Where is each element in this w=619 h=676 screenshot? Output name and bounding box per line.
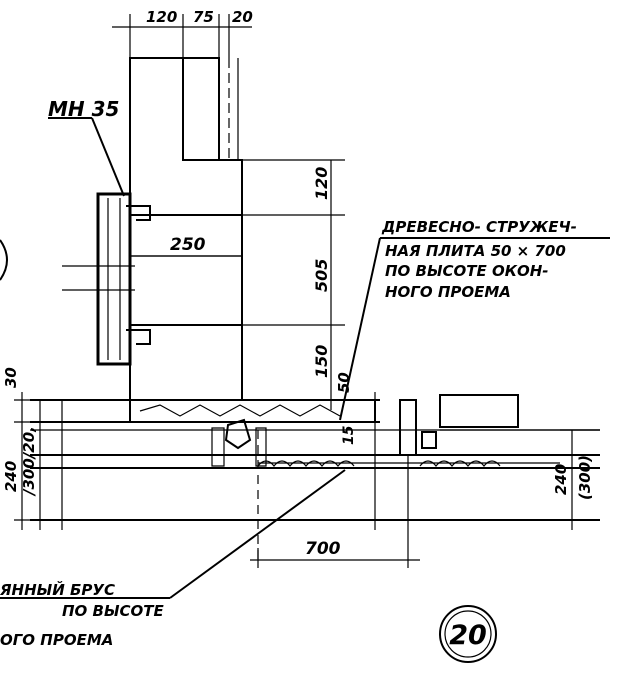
panel-callout: ДРЕВЕСНО- СТРУЖЕЧ- НАЯ ПЛИТА 50 × 700 ПО… bbox=[339, 218, 610, 421]
right-floor-dimension: 240 (300) bbox=[552, 429, 600, 530]
dim-300-right: (300) bbox=[576, 455, 594, 500]
right-dimension-chain: 120 505 150 50 bbox=[242, 159, 353, 410]
left-dimension-chain: 30 240 /300/20, bbox=[2, 367, 62, 530]
dim-505-right: 505 bbox=[312, 259, 331, 292]
panel-note-line-2: НАЯ ПЛИТА 50 × 700 bbox=[385, 242, 566, 260]
width-dimension: 250 bbox=[130, 235, 242, 257]
dim-120-right: 120 bbox=[312, 167, 331, 200]
window-frame bbox=[62, 192, 151, 366]
dim-250: 250 bbox=[170, 235, 206, 255]
partial-arc bbox=[0, 239, 8, 281]
dim-120-top: 120 bbox=[146, 8, 177, 26]
detail-number: 20 bbox=[449, 620, 487, 651]
beam-callout: ЯННЫЙ БРУС ПО ВЫСОТЕ ОГО ПРОЕМА bbox=[0, 469, 346, 649]
floor-structure bbox=[30, 392, 600, 560]
beam-note-line-3: ОГО ПРОЕМА bbox=[0, 631, 113, 649]
top-dimension-chain: 120 75 20 bbox=[112, 8, 253, 58]
dim-30-left: 30 bbox=[2, 367, 20, 388]
detail-number-badge: 20 bbox=[439, 605, 497, 663]
beam-note-line-1: ЯННЫЙ БРУС bbox=[0, 580, 115, 599]
dim-700: 700 bbox=[305, 539, 341, 559]
brick-wall bbox=[129, 57, 243, 401]
dim-240-left: 240 bbox=[2, 461, 20, 492]
beam-note-line-2: ПО ВЫСОТЕ bbox=[62, 602, 164, 620]
anchor-callout: МН 35 bbox=[48, 97, 125, 197]
dim-300-20-left: /300/20, bbox=[20, 426, 38, 497]
dim-240-right: 240 bbox=[552, 464, 570, 495]
insulation-layer bbox=[182, 57, 239, 161]
dim-20-top: 20 bbox=[232, 8, 253, 26]
bottom-dimension: 700 bbox=[250, 455, 420, 568]
panel-note-line-3: ПО ВЫСОТЕ ОКОН- bbox=[385, 262, 549, 280]
panel-note-line-4: НОГО ПРОЕМА bbox=[385, 283, 511, 301]
dim-15: 15 bbox=[341, 425, 357, 445]
anchor-label: МН 35 bbox=[48, 97, 119, 121]
dim-75-top: 75 bbox=[193, 8, 214, 26]
dim-150-right: 150 bbox=[312, 345, 331, 378]
panel-note-line-1: ДРЕВЕСНО- СТРУЖЕЧ- bbox=[381, 218, 577, 236]
